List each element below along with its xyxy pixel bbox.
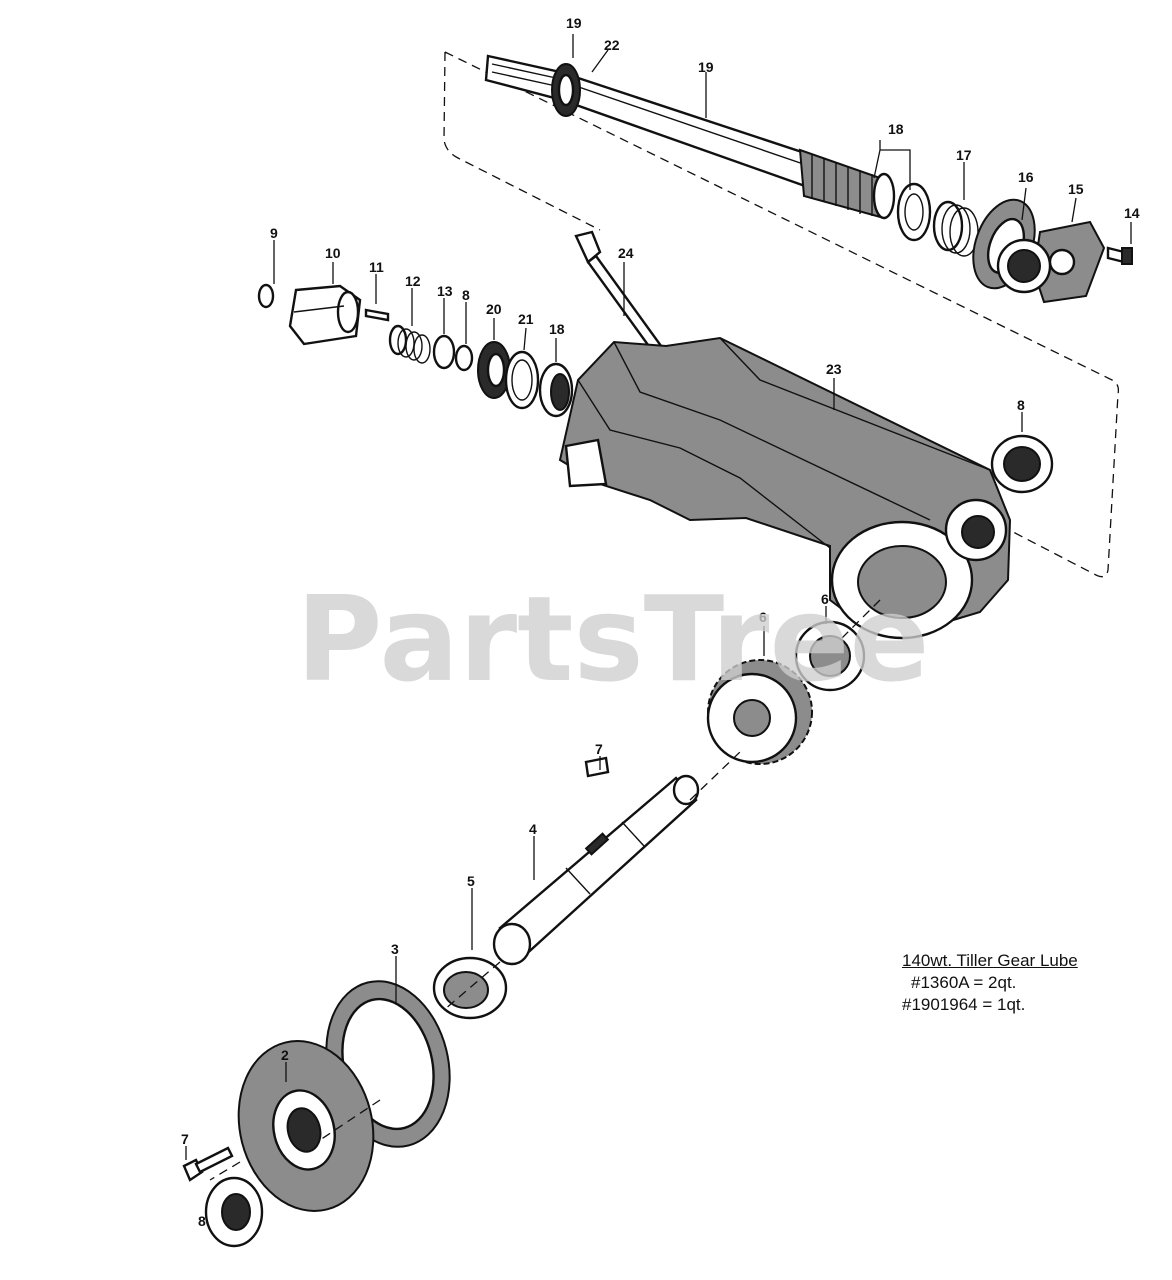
callout-14: 14 xyxy=(1124,205,1140,221)
lube-note-line-1901964: #1901964 = 1qt. xyxy=(902,995,1026,1014)
seal-part-8-bottom xyxy=(204,1176,264,1248)
bolt-part-14 xyxy=(1106,246,1133,265)
spring-part-17 xyxy=(932,200,979,257)
callout-5: 5 xyxy=(467,873,475,889)
callout-15: 15 xyxy=(1068,181,1084,197)
callout-21: 21 xyxy=(518,311,534,327)
bearing-part-20 xyxy=(477,341,511,399)
callout-19-shaft: 19 xyxy=(698,59,714,75)
callout-17: 17 xyxy=(956,147,972,163)
washer-part-8 xyxy=(454,344,474,372)
bearing-part-6 xyxy=(794,620,866,692)
callout-3: 3 xyxy=(391,941,399,957)
lube-note-title: 140wt. Tiller Gear Lube xyxy=(902,951,1078,970)
bearing-part-22 xyxy=(551,63,581,117)
callout-10: 10 xyxy=(325,245,341,261)
lube-note: 140wt. Tiller Gear Lube #1360A = 2qt. #1… xyxy=(902,950,1078,1016)
bolt-part-7 xyxy=(182,1146,234,1182)
callout-20: 20 xyxy=(486,301,502,317)
callout-11: 11 xyxy=(369,259,384,275)
gear-part-6 xyxy=(706,659,813,765)
callout-7-bolt: 7 xyxy=(181,1131,189,1147)
callout-4: 4 xyxy=(529,821,537,837)
assembly-outline xyxy=(443,51,1120,578)
snap-ring-part-9 xyxy=(257,283,275,309)
end-cover-part-2 xyxy=(237,1040,375,1212)
pin-part-11 xyxy=(364,308,390,322)
callout-24: 24 xyxy=(618,245,634,261)
callout-16: 16 xyxy=(1018,169,1034,185)
callout-2: 2 xyxy=(281,1047,289,1063)
callout-18-cup: 18 xyxy=(549,321,565,337)
washer-part-13 xyxy=(432,334,456,370)
seal-part-8 xyxy=(996,238,1052,294)
spring-part-12 xyxy=(388,324,431,364)
callout-18: 18 xyxy=(888,121,904,137)
callout-13: 13 xyxy=(437,283,453,299)
callout-7-key: 7 xyxy=(595,741,603,757)
callout-22: 22 xyxy=(604,37,620,53)
lube-note-line-1360a: #1360A = 2qt. xyxy=(911,973,1017,992)
callout-19-top: 19 xyxy=(566,15,582,31)
assembly-centerline-lower xyxy=(209,599,881,1181)
worm-shaft-part-19 xyxy=(484,54,824,194)
callout-9: 9 xyxy=(270,225,278,241)
callout-23: 23 xyxy=(826,361,842,377)
coupling-part-10 xyxy=(288,284,362,346)
snap-ring-part-21 xyxy=(504,350,540,410)
worm-gear-thread xyxy=(798,148,886,220)
callout-8-washer: 8 xyxy=(462,287,470,303)
callout-8-bottom: 8 xyxy=(198,1213,206,1229)
key-part-7 xyxy=(584,756,610,778)
callout-6-gear: 6 xyxy=(759,609,767,625)
callout-6-bearing: 6 xyxy=(821,591,829,607)
watermark-logo: PartsTree xyxy=(296,570,930,708)
bearing-cone-part-18 xyxy=(872,172,932,242)
callout-12: 12 xyxy=(405,273,421,289)
bearing-part-5 xyxy=(432,956,508,1020)
leader-lines xyxy=(185,34,1132,1160)
callout-8-seal: 8 xyxy=(1017,397,1025,413)
seal-part-8-upper xyxy=(990,434,1054,494)
axle-shaft-part-4 xyxy=(492,774,700,966)
bearing-cup-part-18 xyxy=(538,362,574,418)
